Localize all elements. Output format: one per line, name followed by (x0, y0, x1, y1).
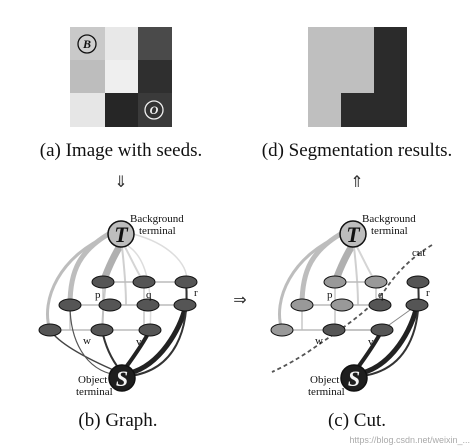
object-terminal-label: Object (310, 374, 339, 386)
graph-node-r (174, 275, 198, 289)
graph-b: T S Background terminal Object terminal … (38, 213, 198, 398)
pixel-cell (105, 93, 138, 127)
object-terminal-node (108, 364, 136, 392)
seed-image-grid (70, 27, 172, 127)
pixel-cell (138, 60, 172, 93)
graph-node (270, 323, 294, 337)
graph-node (173, 298, 197, 312)
terminal-s-label: S (348, 366, 360, 391)
graph-node-q (364, 275, 388, 289)
terminal-s-label: S (116, 366, 128, 391)
node-r-label: r (194, 287, 198, 299)
graph-node (368, 298, 392, 312)
graph-c: T S Background terminal cut Object termi… (270, 213, 433, 398)
node-v-label: v (136, 336, 142, 348)
terminal-t-label: T (346, 222, 361, 247)
graph-node-p (323, 275, 347, 289)
graph-node (58, 298, 82, 312)
right-arrow: ⇒ (233, 290, 246, 309)
graph-node (290, 298, 314, 312)
cut-line (271, 244, 433, 373)
node-v-label: v (368, 336, 374, 348)
node-w-label: w (315, 335, 323, 347)
pixel-cell (105, 27, 138, 60)
object-seed-label: O (150, 103, 159, 117)
graph-node-p (91, 275, 115, 289)
watermark-text: https://blog.csdn.net/weixin_... (349, 435, 470, 445)
background-terminal-label-2: terminal (139, 225, 176, 237)
caption-a: (a) Image with seeds. (40, 140, 203, 161)
pixel-cell (105, 60, 138, 93)
graph-node (405, 298, 429, 312)
graph-node-v (370, 323, 394, 337)
graph-node-w (90, 323, 114, 337)
pixel-cell (70, 93, 105, 127)
pixel-cell (138, 27, 172, 60)
node-r-label: r (426, 287, 430, 299)
background-terminal-label-2: terminal (371, 225, 408, 237)
graph-node (38, 323, 62, 337)
segmentation-result (308, 27, 407, 127)
cut-label: cut (412, 247, 425, 259)
segmentation-object-region (341, 27, 407, 127)
up-arrow: ⇑ (350, 172, 363, 191)
object-terminal-label: Object (78, 374, 107, 386)
terminal-t-label: T (114, 222, 129, 247)
background-terminal-label: Background (362, 213, 416, 225)
graph-node-q (132, 275, 156, 289)
graph-node-w (322, 323, 346, 337)
node-q-label: q (378, 289, 384, 301)
background-terminal-node (339, 220, 367, 248)
node-w-label: w (83, 335, 91, 347)
graph-node (98, 298, 122, 312)
pixel-cell (70, 60, 105, 93)
object-terminal-label-2: terminal (76, 386, 113, 398)
object-seed-marker: O (144, 100, 164, 120)
object-terminal-node (340, 364, 368, 392)
graph-node-v (138, 323, 162, 337)
caption-b: (b) Graph. (78, 410, 157, 431)
node-p-label: p (95, 289, 101, 301)
background-seed-label: B (82, 37, 91, 51)
caption-c: (c) Cut. (328, 410, 386, 431)
node-p-label: p (327, 289, 333, 301)
background-terminal-node (107, 220, 135, 248)
background-seed-marker: B (77, 34, 97, 54)
caption-d: (d) Segmentation results. (262, 140, 453, 161)
graph-node (136, 298, 160, 312)
node-q-label: q (146, 289, 152, 301)
graph-node (330, 298, 354, 312)
graph-node-r (406, 275, 430, 289)
down-arrow: ⇓ (114, 172, 127, 191)
background-terminal-label: Background (130, 213, 184, 225)
object-terminal-label-2: terminal (308, 386, 345, 398)
